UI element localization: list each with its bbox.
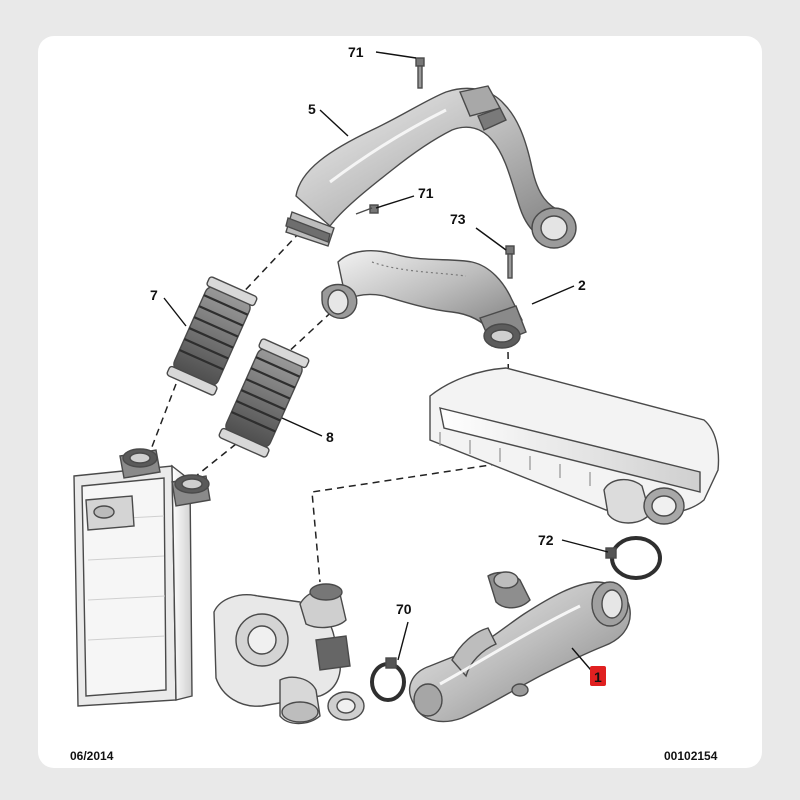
callout-70: 70	[396, 601, 412, 617]
part-1-outlet-pipe	[409, 571, 631, 723]
callout-5: 5	[308, 101, 316, 117]
callout-71-mid: 71	[418, 185, 434, 201]
callout-72: 72	[538, 532, 554, 548]
leader-lines	[163, 51, 609, 677]
turbocharger	[213, 583, 365, 725]
bolt-73	[505, 245, 515, 279]
intake-manifold	[429, 367, 720, 525]
bolt-71-mid	[355, 204, 379, 215]
bolt-71-top	[415, 57, 425, 89]
part-7-corrugated-hose	[166, 276, 258, 396]
intercooler	[73, 448, 211, 707]
part-8-corrugated-hose	[218, 338, 310, 458]
callout-2: 2	[578, 277, 586, 293]
callout-8: 8	[326, 429, 334, 445]
part-2-air-duct	[321, 250, 527, 349]
clamp-70	[370, 657, 406, 702]
footer-ref: 00102154	[664, 749, 718, 763]
footer-date: 06/2014	[70, 749, 114, 763]
callout-73: 73	[450, 211, 466, 227]
callout-71-top: 71	[348, 44, 364, 60]
part-5-intake-pipe	[285, 85, 577, 249]
callout-1: 1	[594, 669, 602, 685]
callout-1-badge	[590, 666, 606, 686]
callout-7: 7	[150, 287, 158, 303]
clamp-72	[605, 536, 662, 580]
